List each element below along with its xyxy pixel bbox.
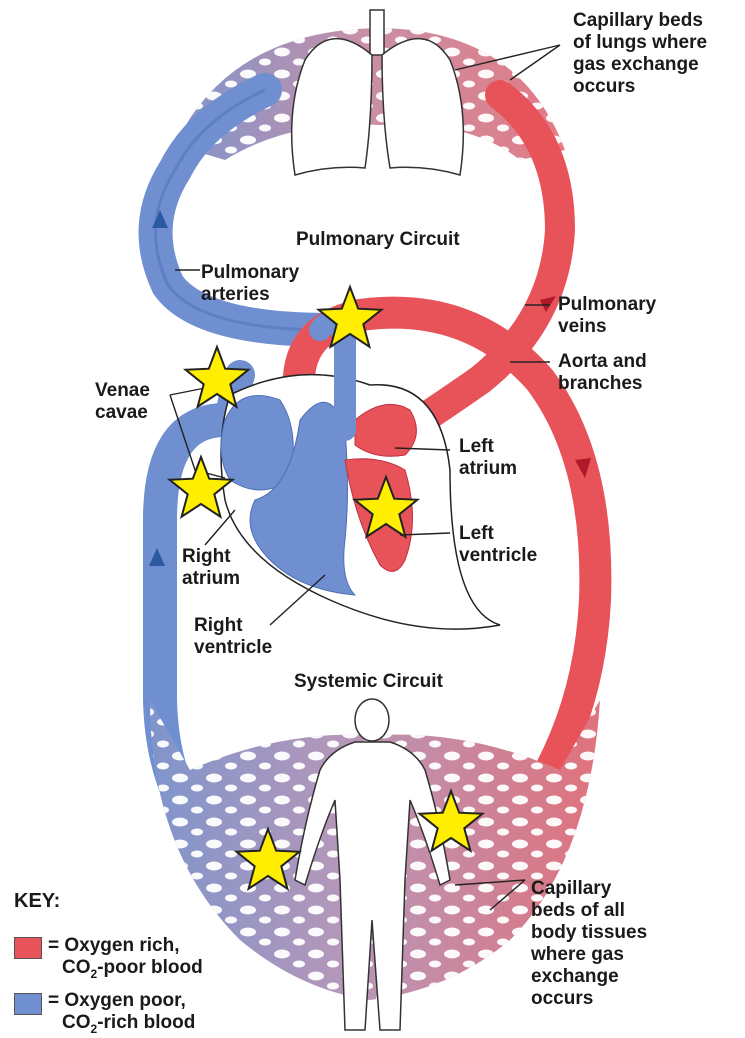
oxygen-rich-key-text: = Oxygen rich, CO2-poor blood [48,935,203,985]
right-atrium-label: Right atrium [182,546,240,590]
venae-cavae-label: Venae cavae [95,380,150,424]
pulmonary-veins-label: Pulmonary veins [558,294,656,338]
oxygen-rich-line1: = Oxygen rich, [48,935,179,956]
oxygen-poor-key-text: = Oxygen poor, CO2-rich blood [48,990,195,1038]
oxygen-poor-line2: CO2-rich blood [48,1012,195,1033]
right-atrium-chamber [221,396,293,491]
left-atrium-label: Left atrium [459,436,517,480]
oxygen-poor-swatch [14,993,42,1015]
oxygen-rich-line2: CO2-poor blood [48,957,203,978]
right-ventricle-label: Right ventricle [194,615,272,659]
key-title: KEY: [14,890,60,913]
oxygen-poor-line1: = Oxygen poor, [48,990,186,1011]
systemic-circuit-label: Systemic Circuit [294,671,443,693]
left-ventricle-label: Left ventricle [459,523,537,567]
capillary-beds-body-label: Capillary beds of all body tissues where… [531,878,647,1010]
oxygen-rich-swatch [14,937,42,959]
capillary-beds-lungs-label: Capillary beds of lungs where gas exchan… [573,10,707,98]
pulmonary-circuit-label: Pulmonary Circuit [296,229,460,251]
pulmonary-arteries-label: Pulmonary arteries [201,262,299,306]
aorta-and-branches-label: Aorta and branches [558,351,647,395]
